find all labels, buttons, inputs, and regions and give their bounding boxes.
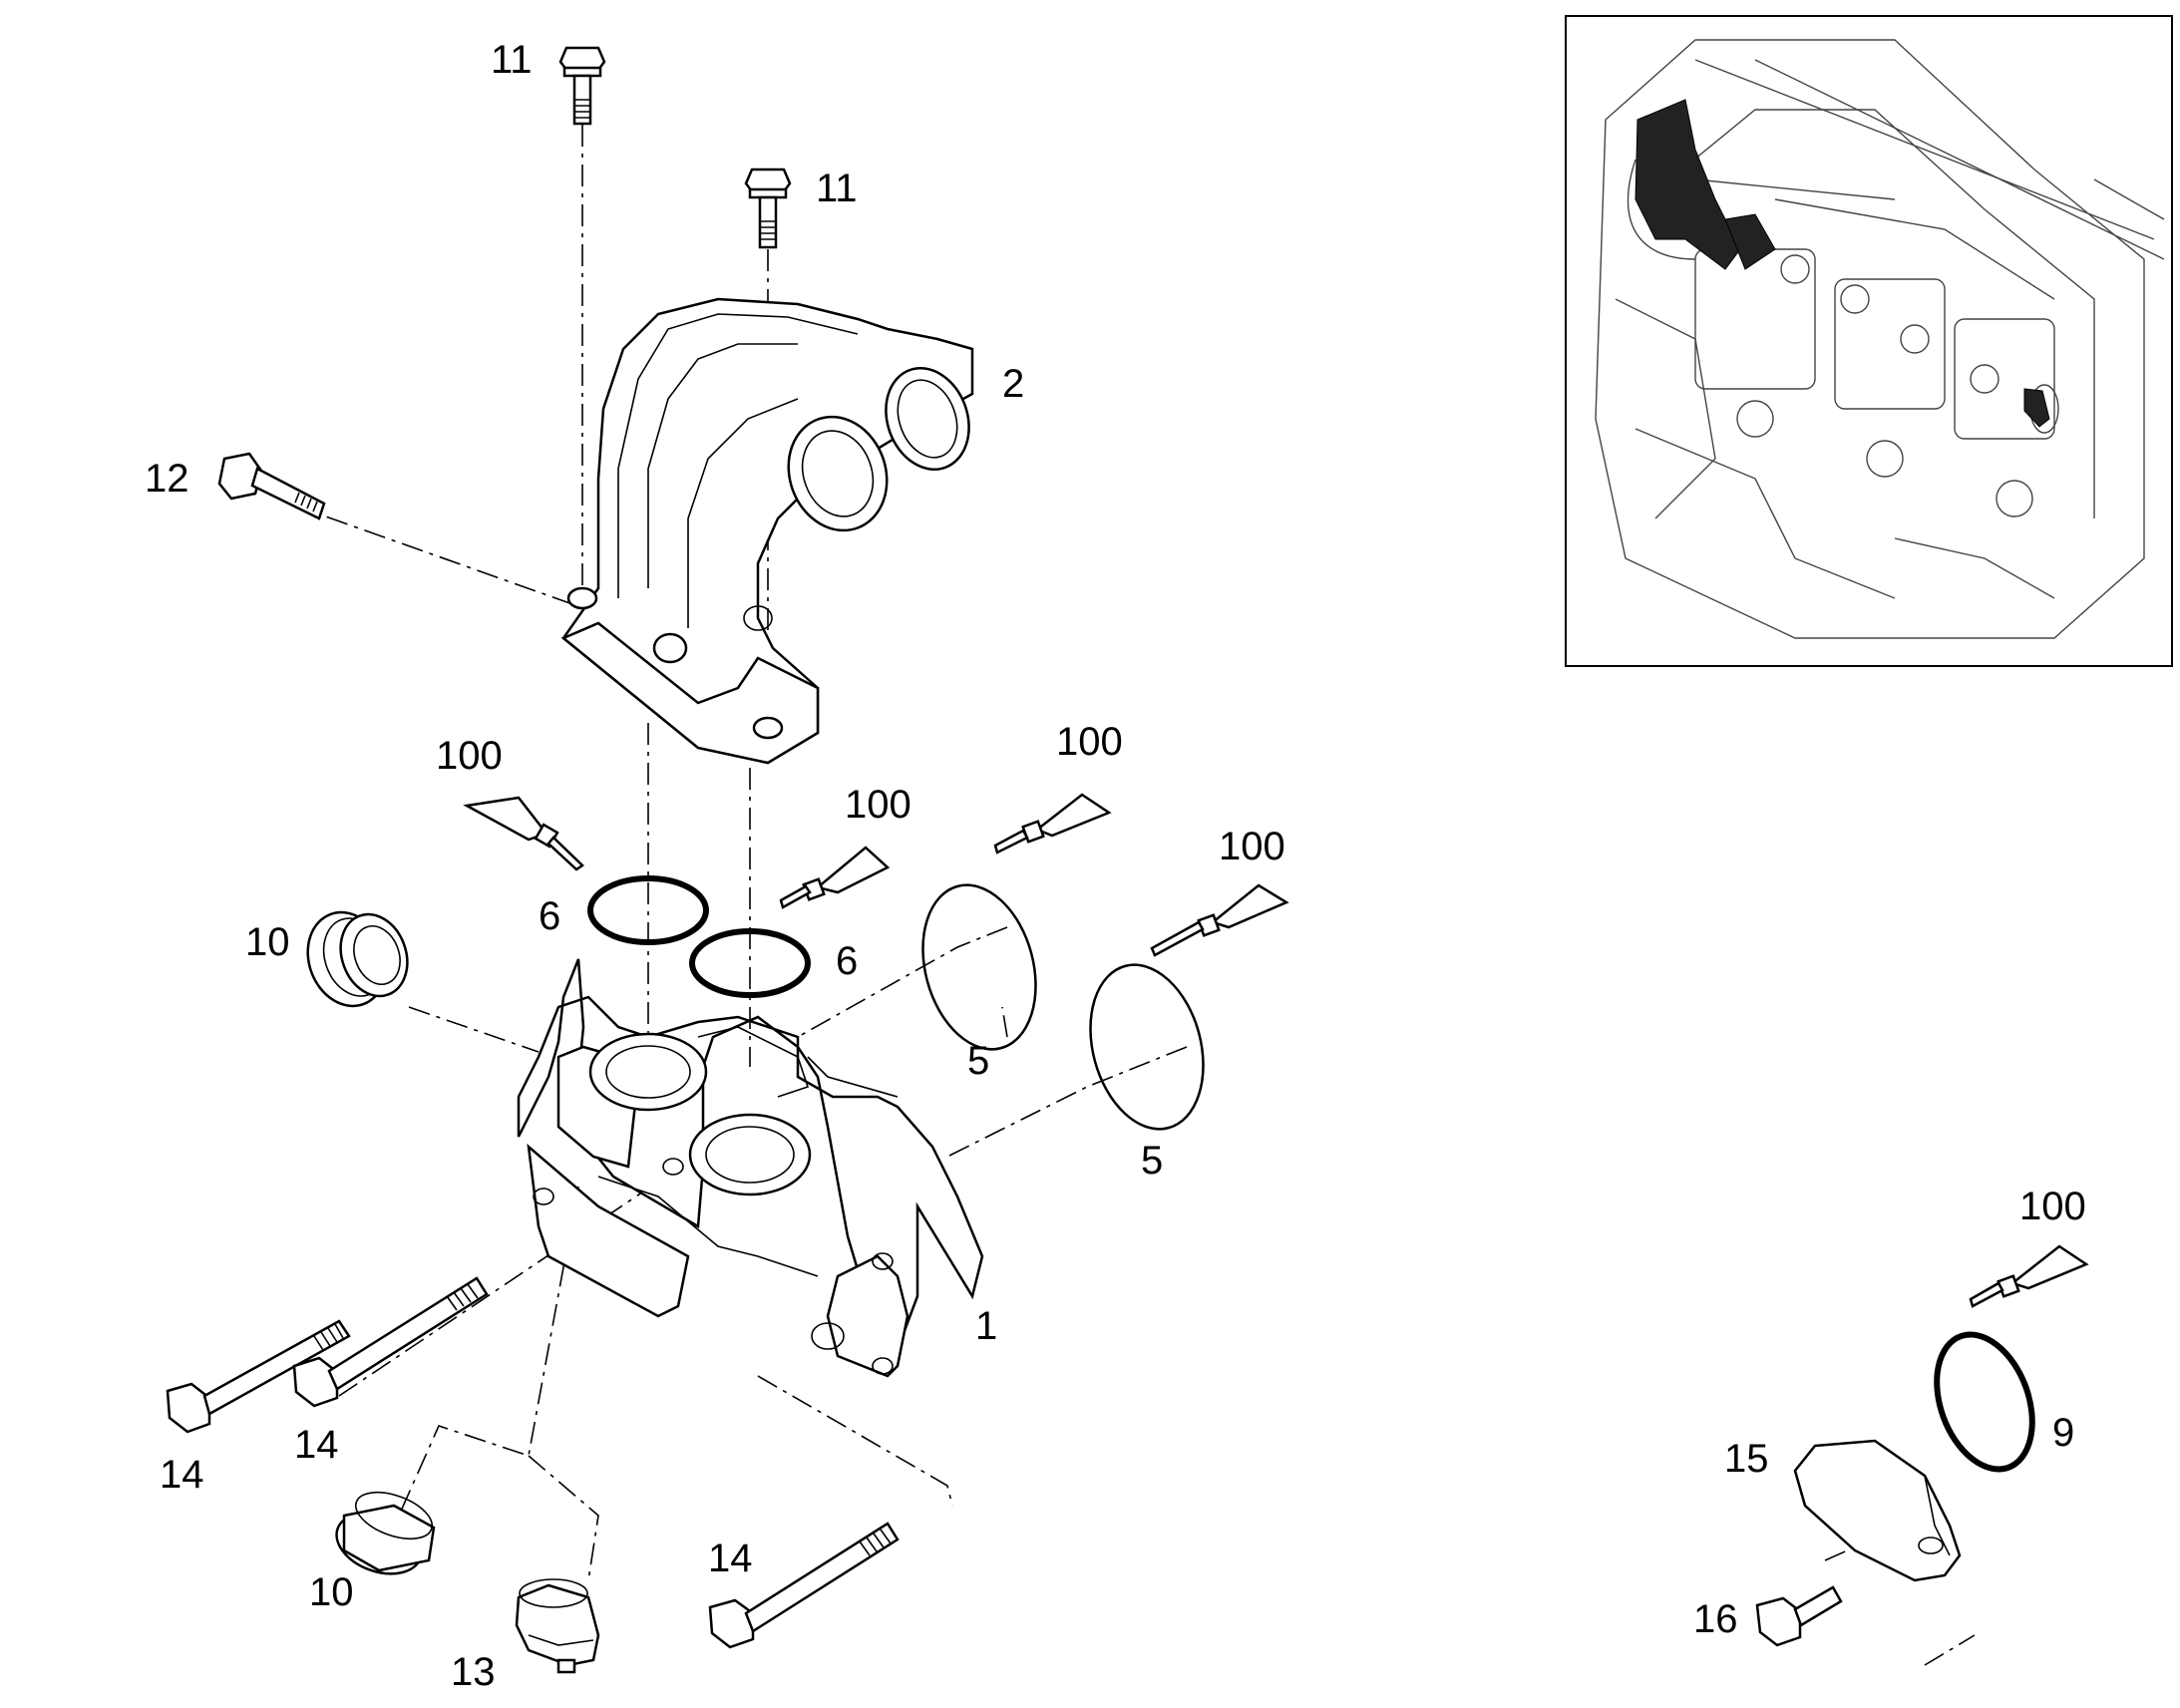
sealant-tube-100-c xyxy=(993,793,1112,854)
callout-11-left: 11 xyxy=(491,38,533,82)
sealant-tube-100-a xyxy=(463,796,584,871)
callout-16: 16 xyxy=(1693,1597,1738,1641)
callout-1: 1 xyxy=(975,1304,997,1348)
callout-100-d: 100 xyxy=(1219,825,1285,868)
sealant-tube-100-d xyxy=(1150,883,1289,957)
o-ring-6-right xyxy=(689,928,811,998)
plug-13 xyxy=(515,1578,600,1674)
leader-lines xyxy=(288,125,1976,1666)
callout-9: 9 xyxy=(2052,1411,2074,1455)
sealant-tube-100-e xyxy=(1969,1244,2089,1308)
callout-6-left: 6 xyxy=(539,894,560,938)
callout-12: 12 xyxy=(145,457,189,501)
bolt-12 xyxy=(217,452,326,520)
bolt-16 xyxy=(1755,1585,1843,1647)
callout-10-upper: 10 xyxy=(245,920,290,964)
callout-13: 13 xyxy=(451,1650,496,1694)
callout-100-c: 100 xyxy=(1056,720,1123,764)
o-ring-9 xyxy=(1934,1331,2035,1473)
sealant-tube-100-b xyxy=(779,846,891,909)
plug-10-lower xyxy=(335,1491,436,1575)
bolt-11-right xyxy=(744,168,792,249)
callout-labels: 11 11 2 12 100 100 100 100 100 6 6 10 5 … xyxy=(145,38,2086,1694)
elbow-pipe-housing-2 xyxy=(560,297,974,765)
cover-15 xyxy=(1793,1439,1962,1582)
callout-5-lower: 5 xyxy=(1141,1139,1163,1183)
callout-11-right: 11 xyxy=(816,167,858,210)
seal-ring-5-lower xyxy=(1089,963,1205,1131)
callout-15: 15 xyxy=(1724,1437,1769,1481)
callout-100-e: 100 xyxy=(2019,1185,2086,1228)
bolt-14-middle xyxy=(292,1276,489,1408)
callout-2: 2 xyxy=(1002,362,1024,406)
bolt-11-left xyxy=(558,46,606,126)
callout-14-left: 14 xyxy=(160,1453,204,1497)
callout-5-upper: 5 xyxy=(967,1039,989,1083)
seal-ring-5-upper xyxy=(921,883,1037,1051)
engine-locator-inset xyxy=(1565,15,2173,667)
o-ring-6-left xyxy=(587,875,709,945)
callout-10-lower: 10 xyxy=(309,1570,354,1614)
callout-100-a: 100 xyxy=(436,734,503,778)
plug-10-upper xyxy=(306,910,409,1008)
bolt-14-left xyxy=(166,1319,351,1434)
callout-14-middle: 14 xyxy=(294,1423,339,1467)
bolt-14-lower xyxy=(708,1522,900,1649)
callout-6-right: 6 xyxy=(836,939,858,983)
callout-100-b: 100 xyxy=(845,783,911,827)
housing-1 xyxy=(517,958,984,1378)
callout-14-lower: 14 xyxy=(708,1537,753,1580)
